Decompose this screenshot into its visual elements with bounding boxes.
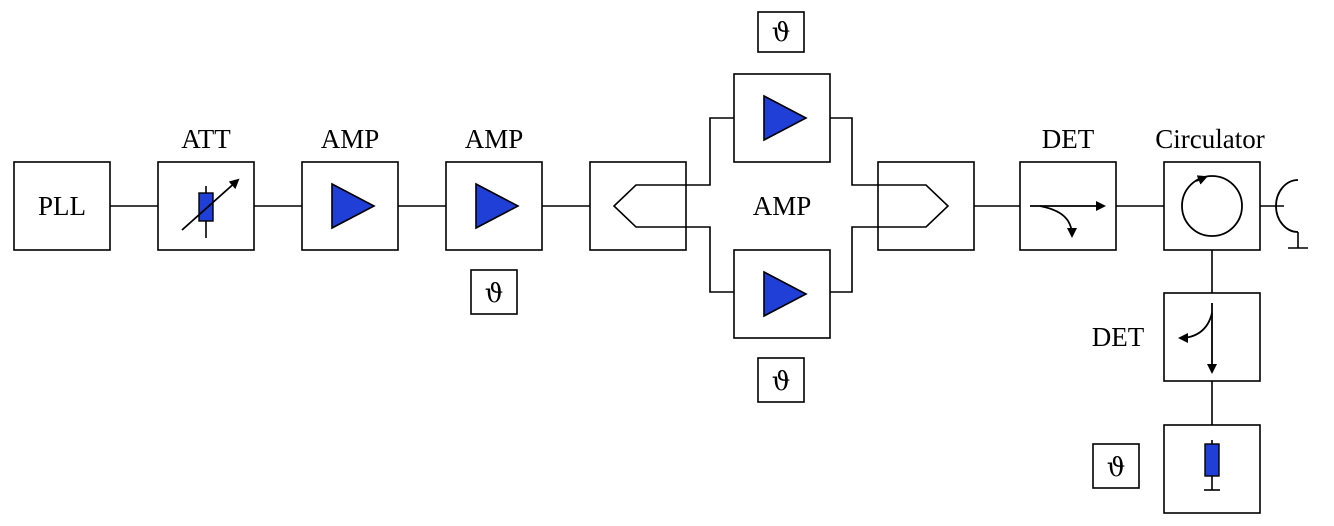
- amplifier-2-block: AMP: [445, 124, 543, 251]
- attenuator-block: ATT: [157, 124, 255, 251]
- resistor-icon: [198, 192, 214, 222]
- det-forward-label: DET: [1042, 124, 1095, 154]
- amplifier-triangle-icon: [763, 270, 808, 318]
- power-splitter-block: [589, 161, 687, 251]
- detector-reflected-block: DET: [1092, 292, 1261, 382]
- amp1-label: AMP: [321, 124, 380, 154]
- coupled-arrow-icon: [1039, 205, 1077, 238]
- att-label: ATT: [181, 124, 231, 154]
- variable-arrow-icon: [181, 178, 240, 231]
- temperature-sensor-amp-bottom: ϑ: [757, 357, 805, 403]
- detector-forward-block: DET: [1019, 124, 1117, 251]
- output-port-icon: [1275, 179, 1308, 249]
- amp2-label: AMP: [465, 124, 524, 154]
- circulator-icon: [1181, 175, 1243, 237]
- theta-icon: ϑ: [772, 367, 791, 397]
- theta-icon: ϑ: [772, 18, 791, 48]
- theta-icon: ϑ: [485, 279, 504, 309]
- amplifier-parallel-top-block: [733, 73, 831, 163]
- amplifier-triangle-icon: [331, 182, 376, 230]
- circulator-block: Circulator: [1155, 124, 1265, 251]
- coupled-arrow-icon: [1178, 312, 1213, 343]
- load-resistor-icon: [1204, 443, 1220, 477]
- temperature-sensor-amp2: ϑ: [470, 269, 518, 315]
- theta-icon: ϑ: [1107, 453, 1126, 483]
- amplifier-1-block: AMP: [301, 124, 399, 251]
- amplifier-triangle-icon: [763, 94, 808, 142]
- temperature-sensor-load: ϑ: [1092, 443, 1140, 489]
- amp-parallel-label: AMP: [753, 191, 812, 221]
- amplifier-parallel-bottom-block: [733, 249, 831, 339]
- det-reflected-label: DET: [1092, 322, 1145, 352]
- pll-block: PLL: [13, 161, 111, 251]
- power-combiner-block: [877, 161, 975, 251]
- signal-wires: [110, 117, 1284, 425]
- temperature-sensor-amp-top: ϑ: [757, 11, 805, 53]
- load-block: [1163, 424, 1261, 514]
- circulator-label: Circulator: [1155, 124, 1264, 154]
- amplifier-triangle-icon: [475, 182, 520, 230]
- pll-label: PLL: [38, 191, 86, 221]
